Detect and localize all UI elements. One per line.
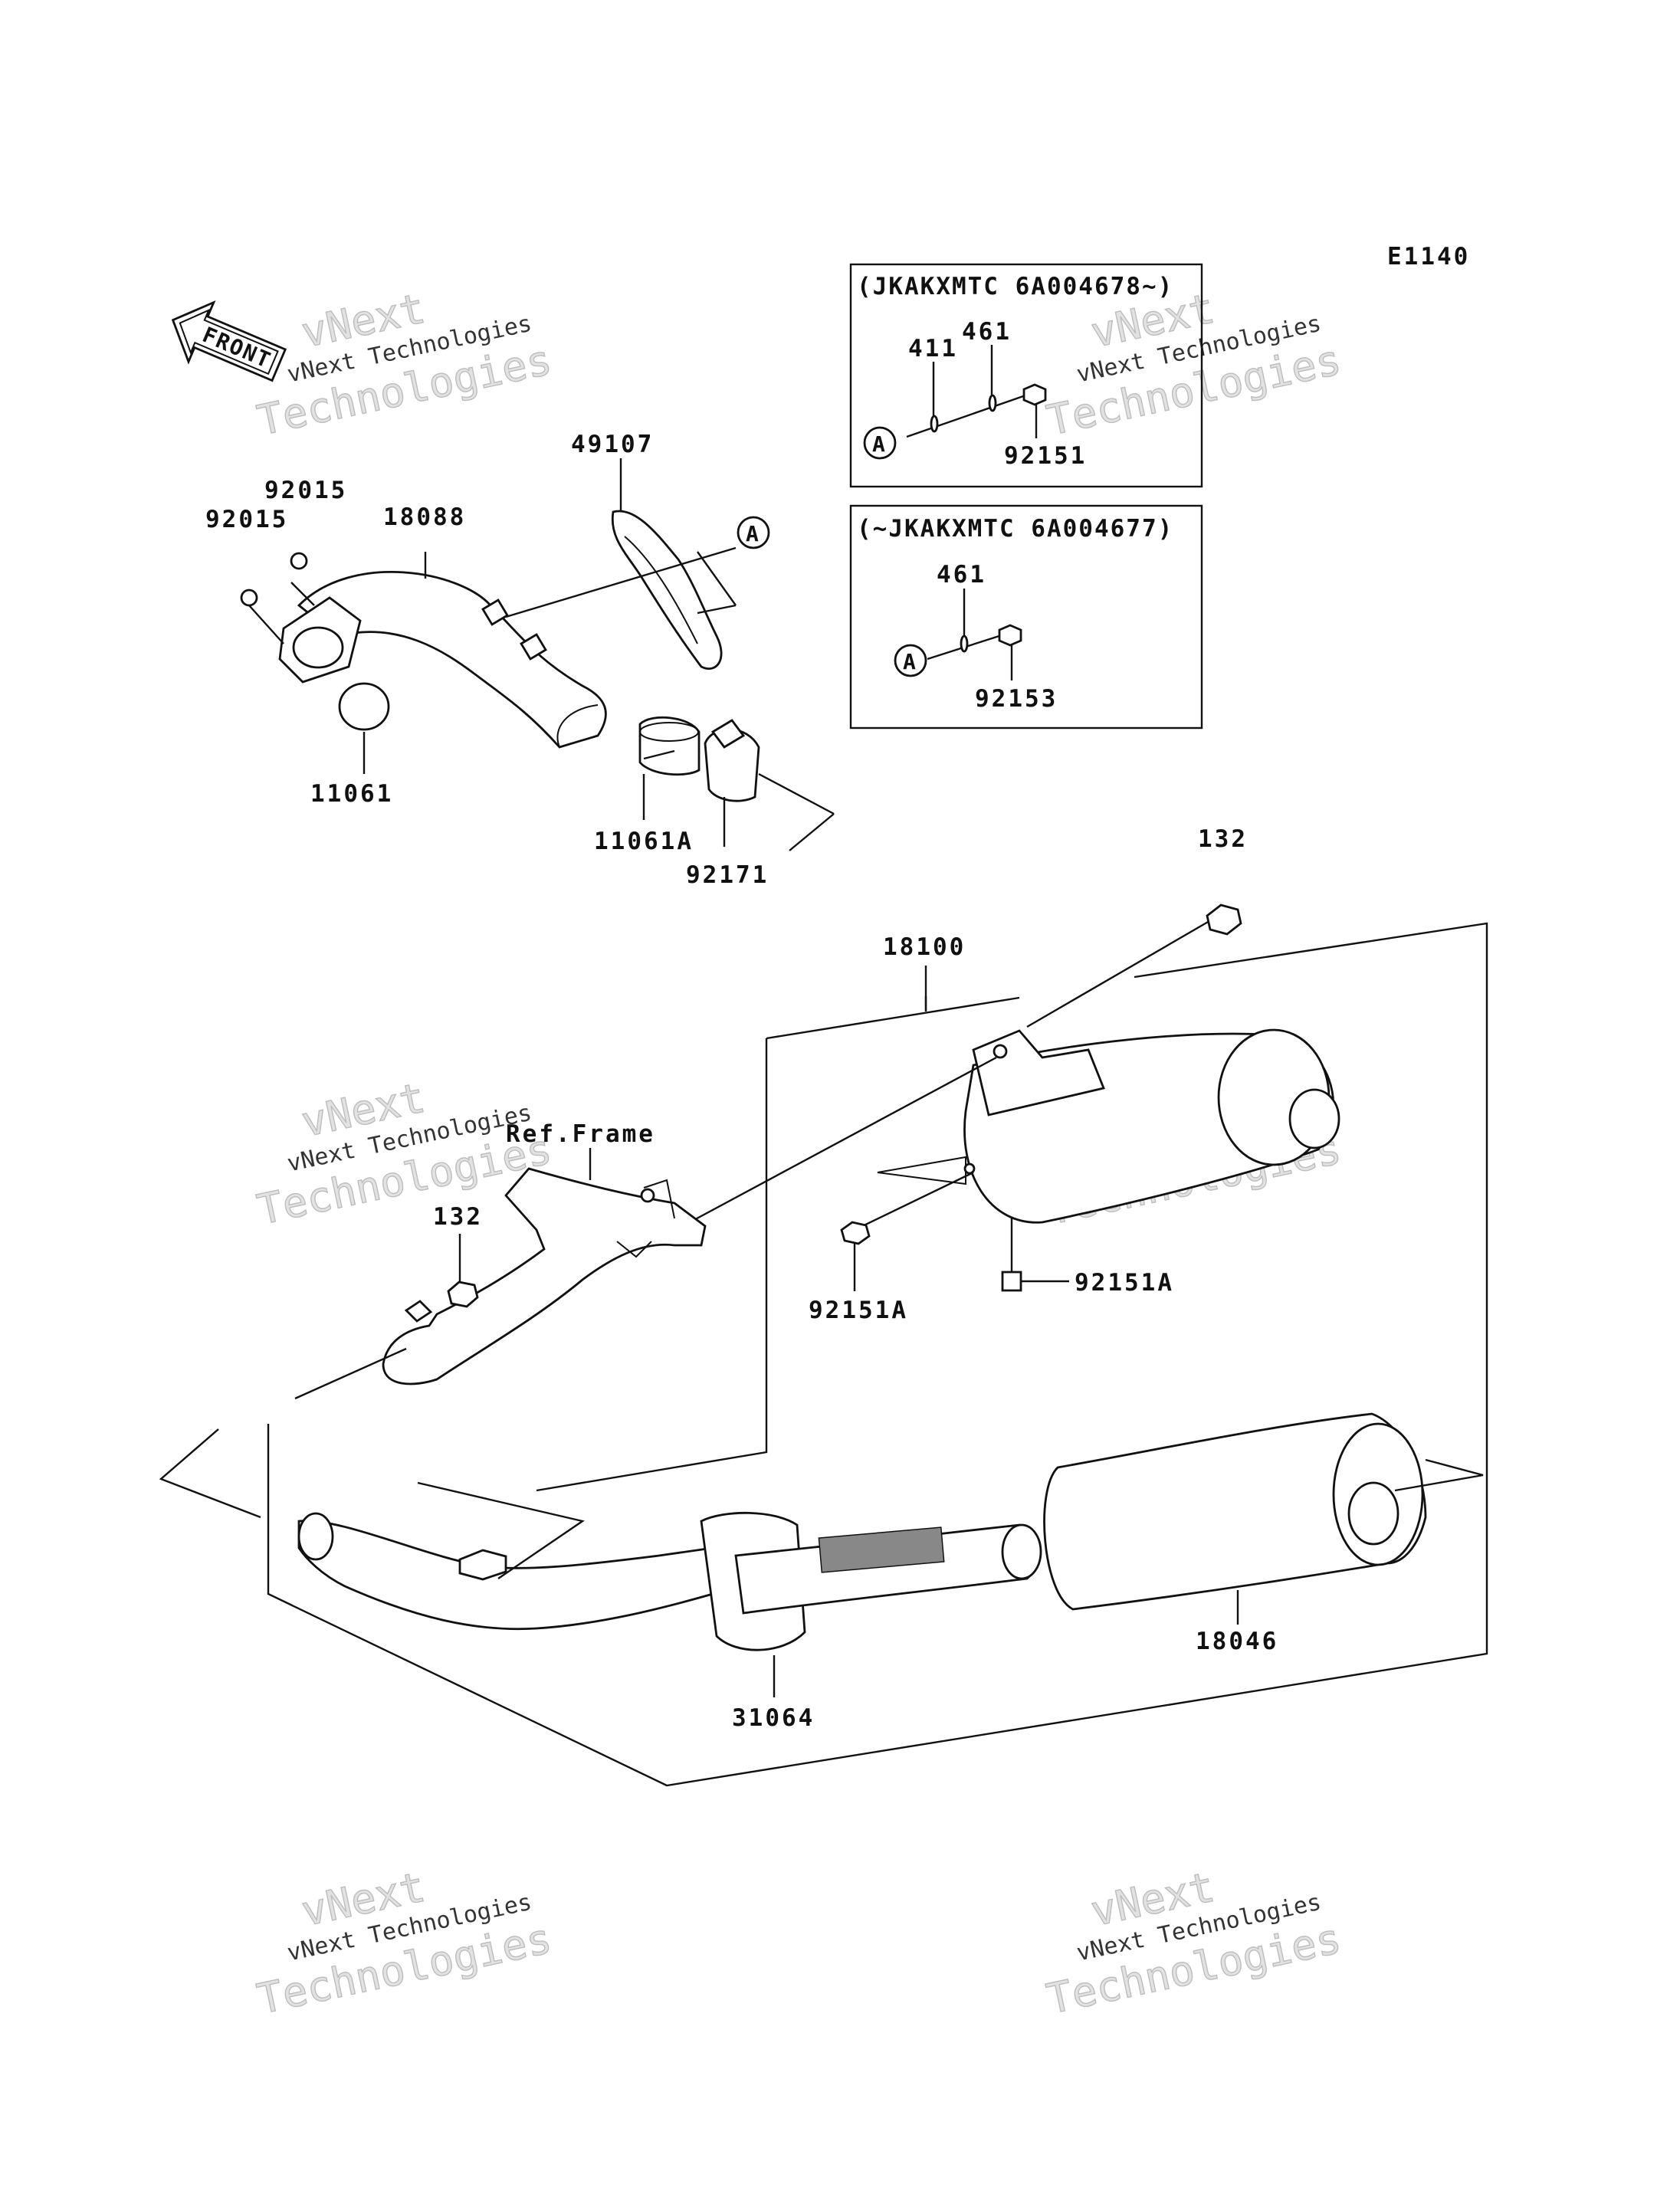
mid-pipe-inlet [297, 1512, 334, 1561]
front-arrow-icon: FRONT [171, 300, 287, 382]
part-label-92153: 92153 [975, 685, 1058, 713]
part-label-11061: 11061 [310, 780, 393, 808]
gasket-11061 [338, 682, 390, 731]
bolt-92153-icon [998, 624, 1022, 647]
part-label-461-lower: 461 [937, 561, 986, 589]
bolt-132-upper-icon [1206, 903, 1242, 936]
callout-a-main [737, 516, 770, 549]
part-label-92015-upper: 92015 [264, 477, 347, 504]
callout-a-lower [894, 644, 927, 677]
callout-a-upper [863, 426, 897, 460]
silencer-18046 [1043, 1412, 1427, 1611]
nut-92015-b [290, 552, 308, 570]
part-label-92151A-left: 92151A [809, 1297, 908, 1324]
variant-box-upper: (JKAKXMTC 6A004678~) 411 461 92151 A [849, 263, 1203, 488]
washer-461-lower [960, 635, 969, 653]
bolt-92151-icon [1022, 383, 1047, 406]
ref-frame [382, 1167, 707, 1385]
callout-a-upper-letter: A [872, 431, 885, 457]
watermark-bottom-left: vNext vNext Technologies Technologies [253, 1862, 556, 2024]
silencer-outlet [1347, 1481, 1399, 1546]
callout-a-main-letter: A [746, 521, 759, 546]
part-label-461-upper: 461 [962, 318, 1012, 346]
bolt-92151A-left-icon [840, 1221, 871, 1245]
muffler-assembly-18100: 18100 132 92151A 92151A Ref.Frame 1 [159, 825, 1488, 1787]
ref-frame-label: Ref.Frame [506, 1120, 655, 1148]
mid-pipe [297, 1520, 714, 1631]
part-label-11061A: 11061A [594, 828, 694, 855]
nut-92015-a [240, 589, 258, 607]
part-label-92015-lower: 92015 [205, 506, 288, 533]
perforation-grid [818, 1526, 945, 1573]
part-label-92171: 92171 [686, 861, 769, 889]
bolt-132-lower-icon [447, 1280, 479, 1308]
part-label-18088: 18088 [383, 503, 466, 531]
o-ring-411 [930, 415, 939, 433]
part-label-18046: 18046 [1196, 1628, 1278, 1655]
mid-pipe-bracket [458, 1549, 507, 1581]
washer-461-upper [988, 394, 997, 412]
part-label-18100: 18100 [883, 933, 966, 961]
variant-box-lower-title: (~JKAKXMTC 6A004677) [857, 515, 1173, 543]
bolt-92151A-right-icon [1001, 1271, 1022, 1292]
variant-box-lower: (~JKAKXMTC 6A004677) 461 92153 A [849, 504, 1203, 730]
part-label-132-lower: 132 [433, 1203, 483, 1231]
watermark-bottom-right: vNext vNext Technologies Technologies [1042, 1862, 1346, 2024]
sleeve-11061A [638, 716, 701, 776]
part-label-49107: 49107 [571, 431, 654, 458]
header-outlet [292, 626, 344, 669]
variant-box-upper-title: (JKAKXMTC 6A004678~) [857, 273, 1173, 300]
part-label-132-upper: 132 [1198, 825, 1248, 853]
heat-guard-49107 [611, 510, 723, 670]
header-pipe-assembly: A 49107 92015 92015 18088 11061 11061A 9… [205, 431, 835, 889]
part-label-411: 411 [908, 335, 958, 362]
part-label-92151A-right: 92151A [1075, 1269, 1174, 1297]
muffler-outlet-upper [1288, 1088, 1340, 1149]
header-bracket [481, 598, 509, 626]
part-label-31064: 31064 [732, 1704, 815, 1732]
diagram-code: E1140 [1387, 243, 1470, 271]
header-pipe-18088 [297, 570, 607, 749]
callout-a-lower-letter: A [903, 649, 916, 674]
part-label-92151: 92151 [1004, 442, 1087, 470]
